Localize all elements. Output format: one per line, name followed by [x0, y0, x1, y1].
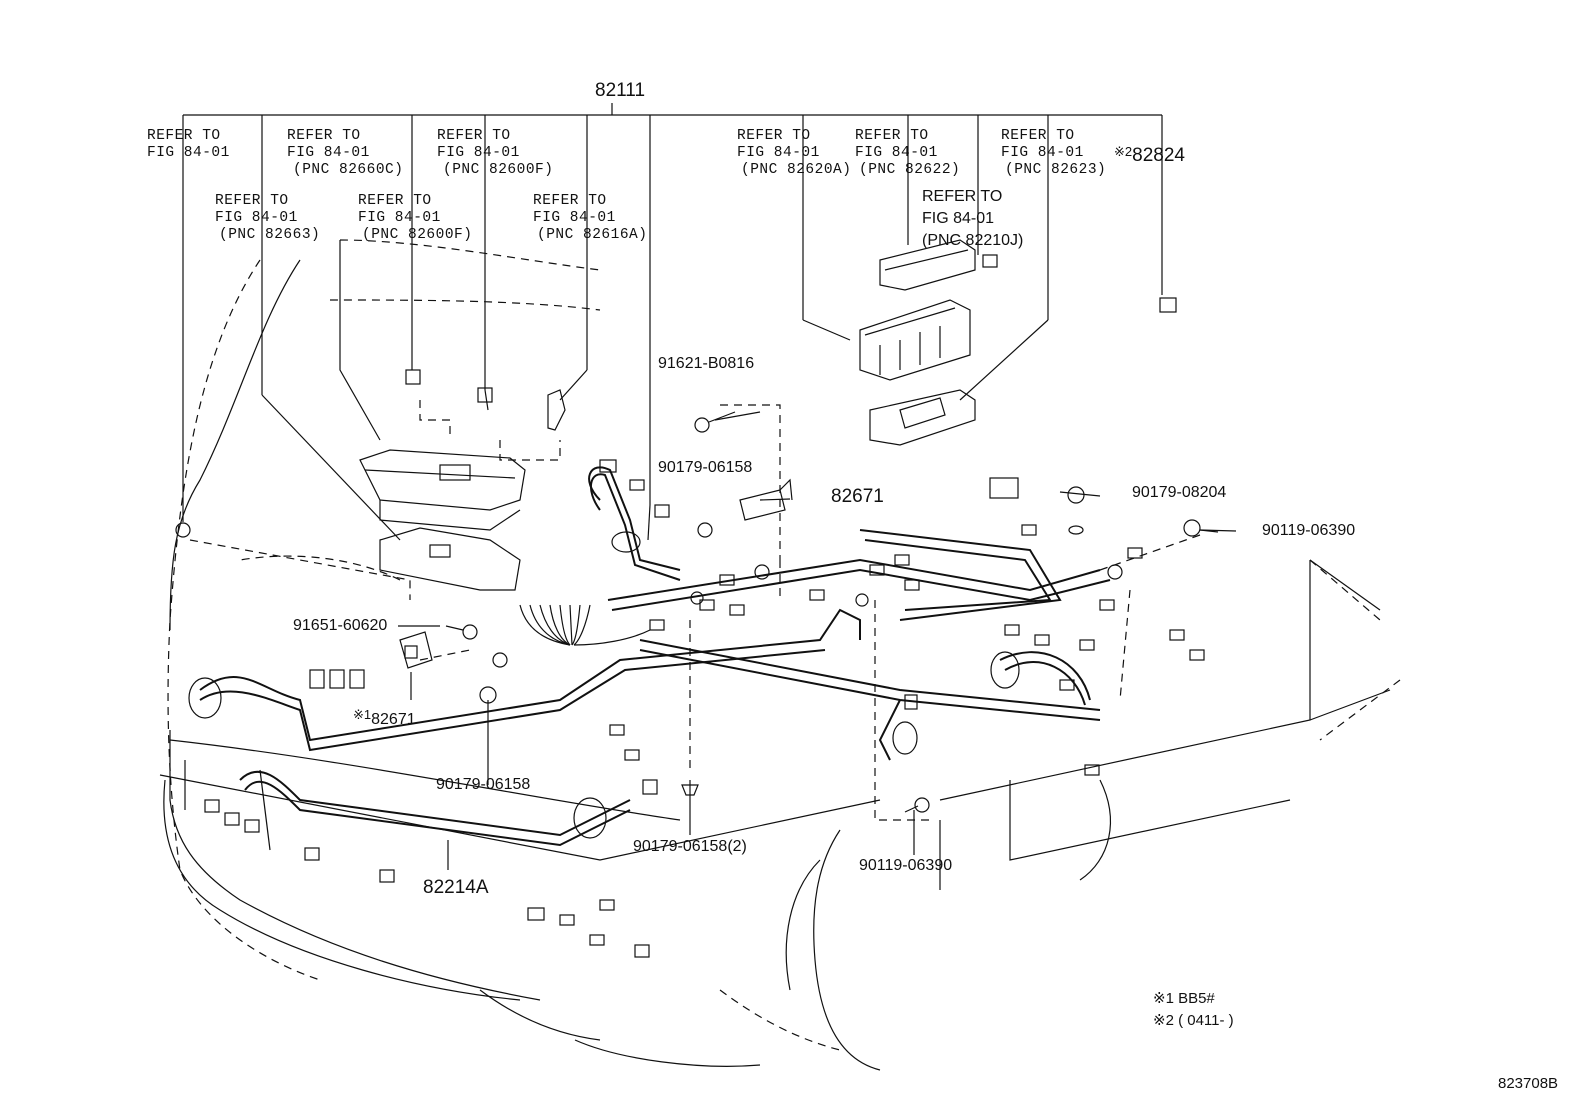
- figure-id: 823708B: [1498, 1075, 1559, 1092]
- refer-line: REFER TO: [437, 128, 511, 144]
- refer-line: FIG 84-01: [855, 145, 938, 161]
- refer-line: FIG 84-01: [1001, 145, 1084, 161]
- refer-to-pnc-82210j: REFER TO FIG 84-01 (PNC 82210J): [922, 186, 1023, 252]
- refer-to-pnc-82600f-a: REFER TO FIG 84-01 (PNC 82600F): [437, 128, 553, 179]
- part-82671-label: 82671: [831, 486, 884, 507]
- part-91621-b0816-label: 91621-B0816: [658, 355, 755, 372]
- refer-line: REFER TO: [737, 128, 811, 144]
- refer-line: (PNC 82600F): [443, 162, 554, 178]
- note-mark: ※1: [353, 707, 372, 722]
- part-90179-06158-2-label: 90179-06158(2): [633, 838, 747, 855]
- footnotes: ※1 BB5# ※2 ( 0411- ): [1153, 988, 1234, 1032]
- relays: [399, 254, 1177, 669]
- refer-line: (PNC 82210J): [922, 232, 1024, 249]
- refer-to-pnc-82620a: REFER TO FIG 84-01 (PNC 82620A): [737, 128, 851, 179]
- refer-line: REFER TO: [1001, 128, 1075, 144]
- refer-line: (PNC 82600F): [362, 227, 473, 243]
- refer-to-pnc-82616a: REFER TO FIG 84-01 (PNC 82616A): [533, 193, 647, 244]
- refer-line: (PNC 82620A): [741, 162, 852, 178]
- refer-line: REFER TO: [287, 128, 361, 144]
- junction-block-cover: [879, 239, 976, 291]
- refer-to-fig-84-01-a: REFER TO FIG 84-01: [147, 128, 230, 162]
- refer-line: REFER TO: [358, 193, 432, 209]
- refer-line: REFER TO: [533, 193, 607, 209]
- refer-to-pnc-82663: REFER TO FIG 84-01 (PNC 82663): [215, 193, 320, 244]
- refer-to-pnc-82660c: REFER TO FIG 84-01 (PNC 82660C): [287, 128, 403, 179]
- refer-line: REFER TO: [147, 128, 221, 144]
- part-90179-06158-bottom-label: 90179-06158: [436, 776, 531, 793]
- fasteners: [175, 411, 1219, 813]
- refer-line: REFER TO: [215, 193, 289, 209]
- part-90179-06158-top-label: 90179-06158: [658, 459, 753, 476]
- part-82671-b-label: ※182671: [353, 707, 416, 729]
- part-82111-label: 82111: [595, 80, 646, 101]
- refer-line: (PNC 82660C): [293, 162, 404, 178]
- relay-block-left: [359, 449, 526, 531]
- refer-line: (PNC 82616A): [537, 227, 648, 243]
- vehicle-body-outline: [159, 259, 1391, 1071]
- part-90179-08204-label: 90179-08204: [1132, 484, 1227, 501]
- bracket-left: [379, 527, 521, 591]
- note-mark: ※2: [1114, 144, 1133, 159]
- part-82111-bracket: [182, 103, 1163, 505]
- leader-lines: [261, 240, 1237, 870]
- refer-line: FIG 84-01: [922, 210, 995, 227]
- refer-line: (PNC 82622): [859, 162, 961, 178]
- refer-line: REFER TO: [922, 188, 1003, 205]
- junction-block: [859, 299, 971, 381]
- part-90119-06390-bottom-label: 90119-06390: [859, 857, 953, 874]
- refer-line: FIG 84-01: [437, 145, 520, 161]
- wire-bundle-fan: [519, 604, 651, 646]
- harness-main: [199, 466, 1111, 847]
- refer-line: FIG 84-01: [287, 145, 370, 161]
- grommets: [188, 531, 1123, 839]
- part-91651-60620-label: 91651-60620: [293, 617, 388, 634]
- refer-line: (PNC 82663): [219, 227, 321, 243]
- part-90119-06390-right-label: 90119-06390: [1262, 522, 1356, 539]
- junction-block-lower-cover: [869, 389, 976, 446]
- refer-line: FIG 84-01: [358, 210, 441, 226]
- connectors: [204, 459, 1205, 958]
- refer-to-pnc-82600f-b: REFER TO FIG 84-01 (PNC 82600F): [358, 193, 472, 244]
- footnote-2: ※2 ( 0411- ): [1153, 1012, 1234, 1029]
- refer-line: FIG 84-01: [533, 210, 616, 226]
- refer-line: FIG 84-01: [215, 210, 298, 226]
- dashed-lines: [167, 239, 1401, 1051]
- refer-line: REFER TO: [855, 128, 929, 144]
- refer-line: FIG 84-01: [737, 145, 820, 161]
- part-number: 82671: [371, 711, 416, 728]
- footnote-1: ※1 BB5#: [1153, 990, 1215, 1007]
- part-82824-label: ※282824: [1114, 144, 1185, 166]
- part-82214a-label: 82214A: [423, 877, 489, 898]
- refer-line: (PNC 82623): [1005, 162, 1107, 178]
- refer-to-pnc-82623: REFER TO FIG 84-01 (PNC 82623): [1001, 128, 1106, 179]
- sensor-82671: [739, 478, 793, 521]
- part-number: 82824: [1132, 145, 1185, 166]
- refer-to-pnc-82622: REFER TO FIG 84-01 (PNC 82622): [855, 128, 960, 179]
- refer-line: FIG 84-01: [147, 145, 230, 161]
